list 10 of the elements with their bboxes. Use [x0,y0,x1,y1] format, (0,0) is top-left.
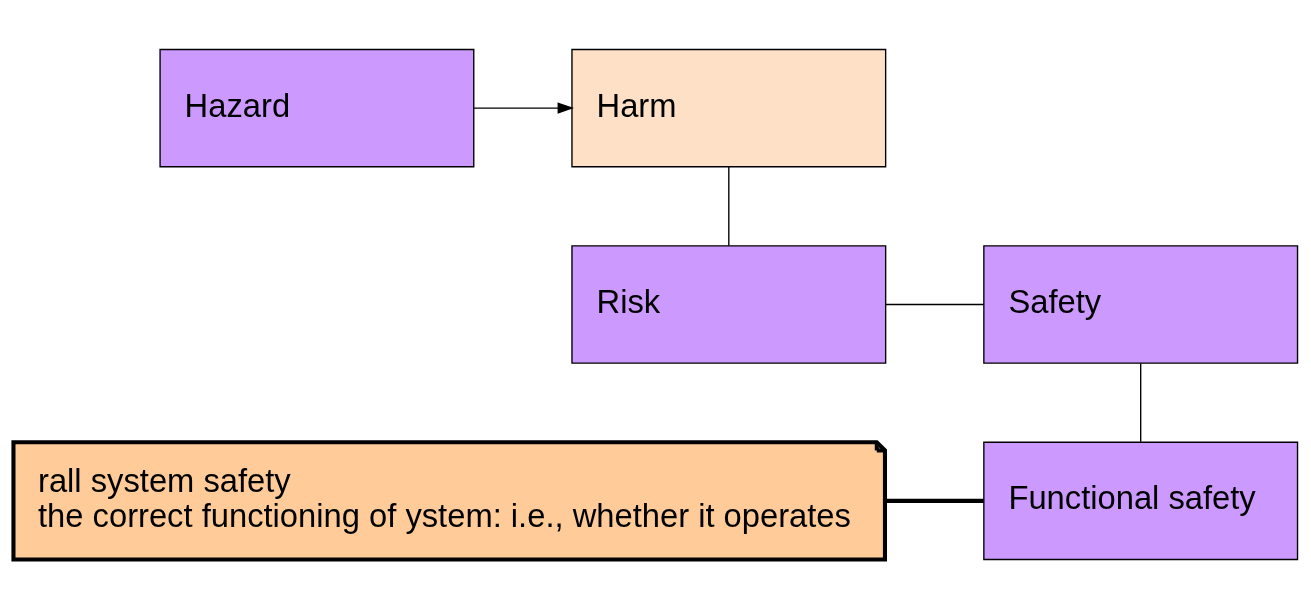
arrow [473,101,574,114]
connector [1140,362,1142,442]
node-box: Safety [983,244,1299,364]
node-box: Risk [571,244,887,364]
connector [885,498,984,503]
node-box: Hazard [159,48,475,167]
connector [728,165,730,246]
node-box: Functional safety [983,441,1299,560]
connector [885,303,985,305]
node-box: Harm [571,48,887,167]
